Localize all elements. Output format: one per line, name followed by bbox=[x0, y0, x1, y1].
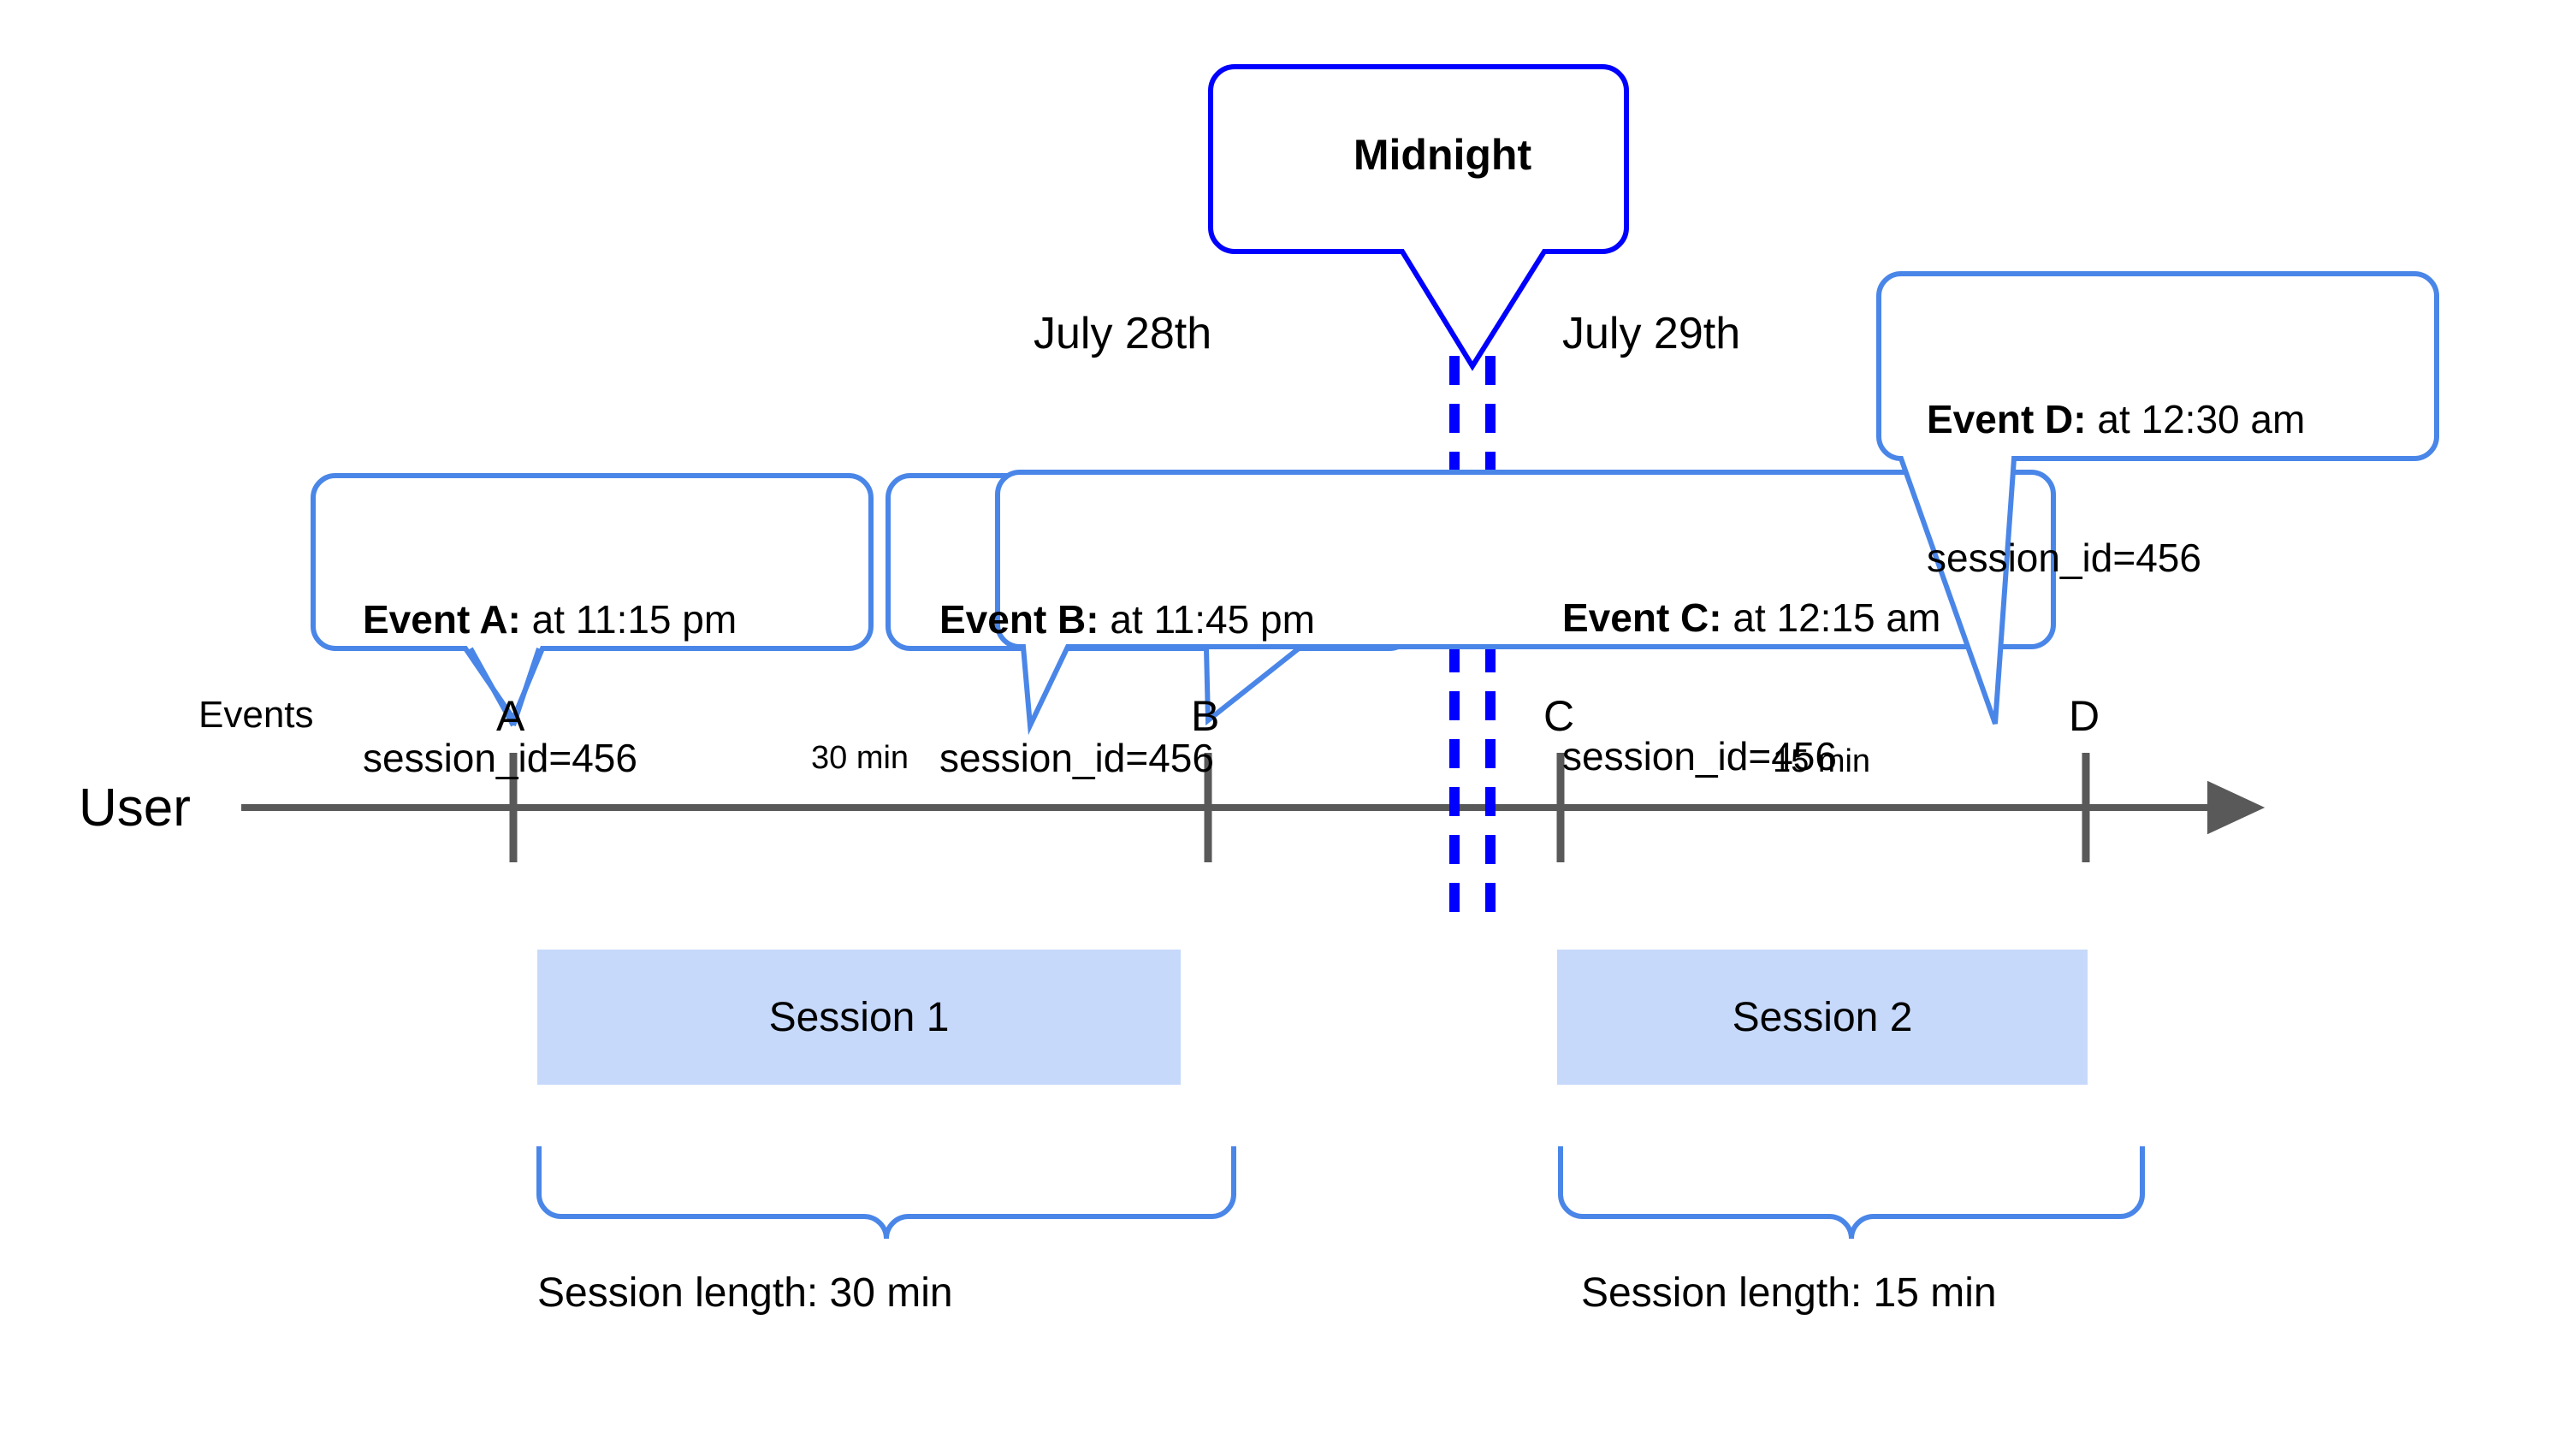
event-a-callout-text: Event A: at 11:15 pm session_id=456 bbox=[363, 503, 737, 874]
session-1-length-label: Session length: 30 min bbox=[537, 1270, 953, 1316]
event-a-detail: at 11:15 pm bbox=[520, 596, 737, 642]
duration-label-15min: 15 min bbox=[1773, 743, 1871, 779]
event-a-lead: Event A: bbox=[363, 596, 521, 642]
duration-label-30min: 30 min bbox=[811, 740, 909, 776]
session-2-label: Session 2 bbox=[1732, 994, 1913, 1040]
event-b-detail: at 11:45 pm bbox=[1099, 596, 1315, 642]
event-d-callout-text: Event D: at 12:30 am session_id=456 bbox=[1927, 303, 2305, 674]
event-c-callout-text: Event C: at 12:15 am session_id=456 bbox=[1562, 501, 1940, 873]
tick-letter-d: D bbox=[2069, 692, 2100, 740]
event-d-detail: at 12:30 am bbox=[2086, 396, 2306, 441]
session-1-brace bbox=[536, 1146, 1236, 1240]
event-d-session-id: session_id=456 bbox=[1927, 536, 2201, 581]
event-b-lead: Event B: bbox=[939, 596, 1099, 642]
tick-letter-c: C bbox=[1543, 692, 1575, 740]
event-c-lead: Event C: bbox=[1562, 595, 1722, 640]
session-2-length-label: Session length: 15 min bbox=[1581, 1270, 1997, 1316]
tick-letter-a: A bbox=[496, 692, 525, 740]
event-b-callout-text: Event B: at 11:45 pm session_id=456 bbox=[939, 503, 1315, 874]
date-label-july-29: July 29th bbox=[1562, 309, 1741, 358]
session-1-label: Session 1 bbox=[768, 994, 950, 1040]
midnight-callout-label: Midnight bbox=[1353, 131, 1532, 179]
user-row-label: User bbox=[79, 778, 191, 837]
session-2-brace bbox=[1558, 1146, 2145, 1240]
event-a-session-id: session_id=456 bbox=[363, 736, 637, 781]
events-row-label: Events bbox=[198, 694, 314, 736]
event-c-session-id: session_id=456 bbox=[1562, 734, 1837, 779]
event-d-lead: Event D: bbox=[1927, 396, 2087, 441]
tick-letter-b: B bbox=[1191, 692, 1220, 740]
event-b-session-id: session_id=456 bbox=[939, 736, 1214, 781]
date-label-july-28: July 28th bbox=[1034, 309, 1212, 358]
event-c-detail: at 12:15 am bbox=[1721, 595, 1941, 640]
